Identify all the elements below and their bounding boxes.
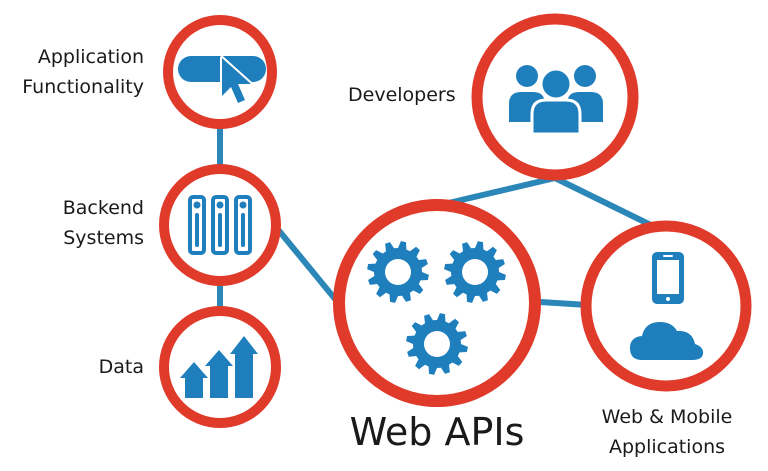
phone-cloud-icon <box>630 252 704 360</box>
label-data: Data <box>98 356 144 378</box>
gears-icon <box>367 241 506 375</box>
gear-hole-1 <box>385 259 411 285</box>
connector-webapis-developers <box>439 175 556 208</box>
label-web-mobile-applications: Web & Mobile Applications <box>601 406 733 458</box>
server-racks-icon <box>188 195 252 255</box>
label-application-functionality: Application Functionality <box>22 46 144 98</box>
gear-hole-2 <box>462 259 488 285</box>
ring-web-apis <box>333 199 541 407</box>
user-group-icon <box>509 65 603 136</box>
label-developers: Developers <box>348 84 456 106</box>
ring-web-mobile-applications <box>580 220 752 392</box>
label-web-apis: Web APIs <box>349 410 525 454</box>
cursor-click-button-icon <box>178 56 266 105</box>
growth-arrows-icon <box>180 336 258 398</box>
label-backend-systems: Backend Systems <box>62 197 144 249</box>
connector-webapis-webmobile <box>539 299 589 308</box>
gear-hole-3 <box>424 331 450 357</box>
